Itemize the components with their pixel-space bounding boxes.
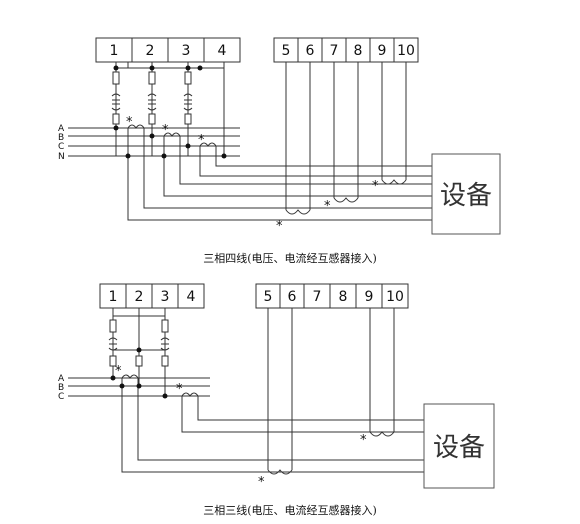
- d1-terminal-label: 3: [182, 43, 191, 59]
- polarity-mark: *: [276, 219, 283, 234]
- d1-terminal-label: 7: [330, 43, 339, 59]
- d2-terminal-label: 5: [264, 289, 273, 305]
- polarity-mark: *: [198, 133, 205, 148]
- d2-junction-dots: [110, 347, 168, 399]
- d2-terminal-label: 8: [339, 289, 348, 305]
- d2-right-terminal-block: [255, 283, 409, 309]
- polarity-mark: *: [162, 123, 169, 138]
- d1-phase-label: B: [58, 133, 64, 143]
- d1-terminal-label: 10: [397, 43, 415, 59]
- d1-terminal-label: 4: [218, 43, 227, 59]
- d2-terminal-label: 10: [386, 289, 404, 305]
- d1-caption: 三相四线(电压、电流经互感器接入): [203, 251, 377, 265]
- polarity-mark: *: [258, 475, 265, 490]
- d2-terminal-label: 4: [187, 289, 196, 305]
- polarity-mark: *: [126, 115, 133, 130]
- diagram2-wiring: [68, 283, 495, 489]
- d2-terminal-label: 7: [313, 289, 322, 305]
- d2-terminal-label: 1: [109, 289, 118, 305]
- d2-terminal-label: 6: [288, 289, 297, 305]
- d2-caption: 三相三线(电压、电流经互感器接入): [203, 503, 377, 517]
- d1-phase-label: A: [58, 124, 65, 134]
- d1-terminal-label: 5: [282, 43, 291, 59]
- d1-terminal-label: 6: [306, 43, 315, 59]
- d2-device-label: 设备: [433, 433, 485, 463]
- d1-device-label: 设备: [440, 181, 492, 211]
- d1-terminal-label: 2: [146, 43, 155, 59]
- d1-terminal-label: 1: [110, 43, 119, 59]
- d2-terminal-label: 9: [365, 289, 374, 305]
- polarity-mark: *: [360, 433, 367, 448]
- polarity-mark: *: [372, 179, 379, 194]
- polarity-mark: *: [115, 364, 122, 379]
- d1-phase-label: N: [58, 152, 65, 162]
- d2-phase-label: B: [58, 383, 64, 393]
- d2-phase-label: A: [58, 374, 65, 384]
- d1-phase-label: C: [58, 142, 64, 152]
- d1-terminal-label: 8: [354, 43, 363, 59]
- polarity-mark: *: [176, 382, 183, 397]
- polarity-mark: *: [324, 199, 331, 214]
- diagram1-wiring: [68, 37, 501, 235]
- d1-terminal-label: 9: [378, 43, 387, 59]
- d2-device-box: [423, 403, 495, 489]
- d2-terminal-label: 3: [161, 289, 170, 305]
- d2-phase-label: C: [58, 392, 64, 402]
- d1-device-box: [431, 153, 501, 235]
- d1-junction-dots: [113, 65, 227, 159]
- d2-terminal-label: 2: [135, 289, 144, 305]
